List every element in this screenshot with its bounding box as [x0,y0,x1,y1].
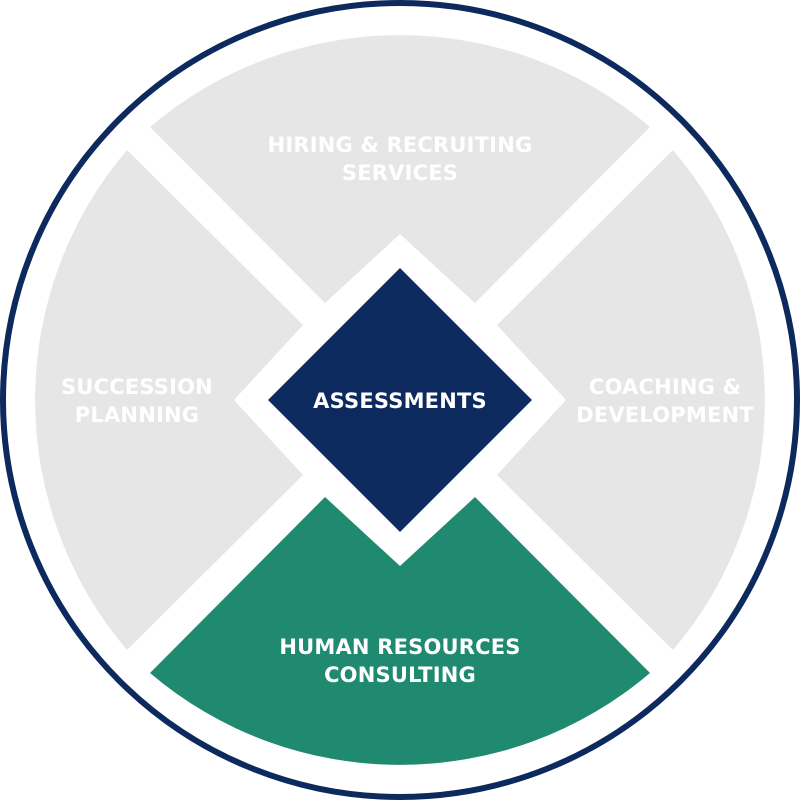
center-label: ASSESSMENTS [313,389,487,413]
segment-label-right-line2: DEVELOPMENT [576,403,754,427]
segment-label-right-line1: COACHING & [589,375,741,399]
segment-label-bottom-line1: HUMAN RESOURCES [279,635,520,659]
segment-label-top-line2: SERVICES [342,161,458,185]
center-diamond-assessments[interactable] [268,268,532,532]
segment-succession-planning[interactable] [35,150,304,650]
segment-label-left-line2: PLANNING [75,403,199,427]
segment-hiring-recruiting[interactable] [150,35,650,303]
segment-label-bottom-line2: CONSULTING [324,663,476,687]
segment-label-top-line1: HIRING & RECRUITING [268,133,533,157]
segment-label-left-line1: SUCCESSION [61,375,213,399]
segment-coaching-development[interactable] [497,150,765,650]
segment-human-resources-consulting[interactable] [150,497,650,765]
